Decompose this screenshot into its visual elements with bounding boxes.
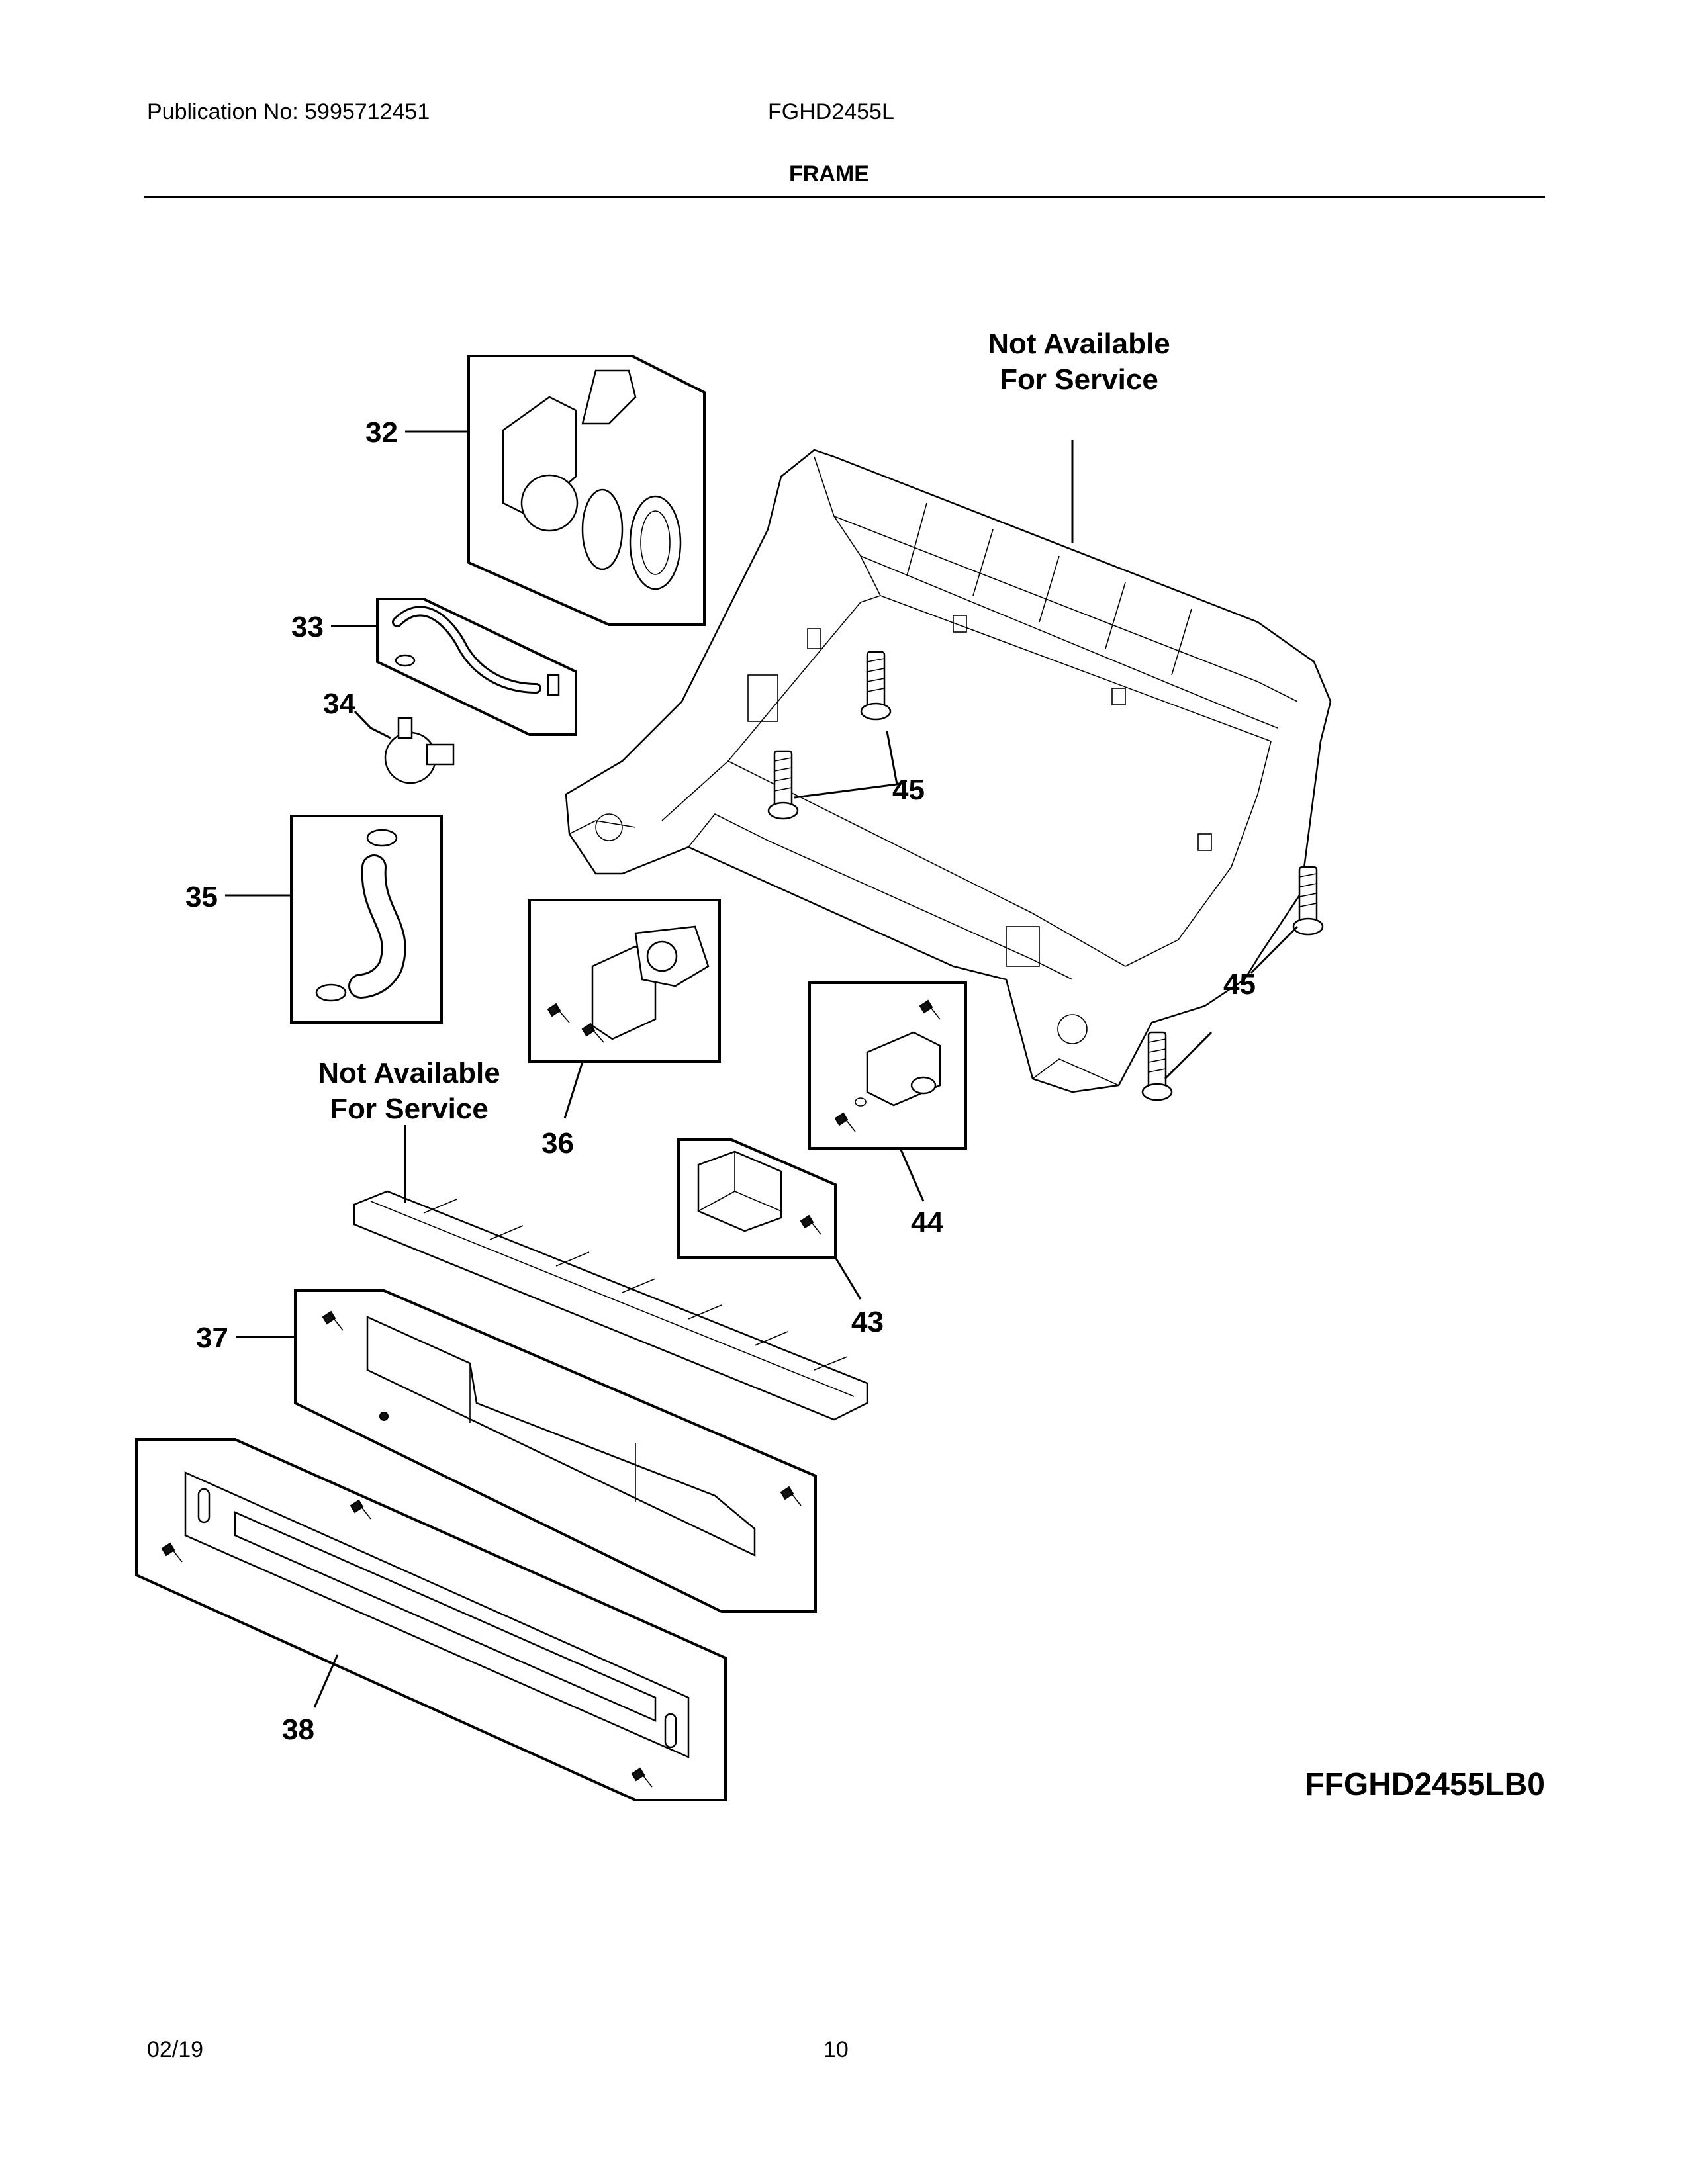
callout-34: 34 [323,688,355,720]
leader-lines [225,430,1299,1708]
section-title: FRAME [789,161,869,187]
callout-37: 37 [196,1322,228,1354]
part-36-box [528,899,721,1063]
not-available-label-left-line1: Not Available [318,1057,500,1089]
part-38-box [135,1438,727,1801]
not-available-label-left-line2: For Service [330,1093,489,1125]
leveling-leg-front-left [767,750,799,820]
callout-35: 35 [185,881,218,913]
header-rule [144,196,1545,198]
callout-45-rear: 45 [892,774,925,806]
callout-36: 36 [541,1127,574,1160]
not-available-label-top-line2: For Service [1000,363,1158,396]
part-37-box [294,1289,817,1613]
part-32-box [467,355,706,626]
part-34-pressure-sensor [384,717,455,784]
callout-38: 38 [282,1713,314,1746]
callout-44: 44 [911,1206,943,1239]
base-frame [565,449,1332,1093]
part-44-box [808,981,967,1150]
part-33-box [376,598,577,736]
filter-bar [353,1190,868,1421]
callout-43: 43 [851,1306,884,1338]
part-43-box [677,1138,837,1259]
leveling-leg-front [1141,1031,1173,1101]
page-number: 10 [823,2037,849,2062]
callout-45-side: 45 [1223,968,1256,1001]
publication-number: Publication No: 5995712451 [147,99,430,124]
footer-date: 02/19 [147,2037,204,2062]
callout-32: 32 [365,416,398,449]
model-number: FGHD2455L [768,99,894,124]
callout-33: 33 [291,611,324,643]
leveling-leg-rear [860,651,892,721]
not-available-label-top-line1: Not Available [988,328,1170,360]
diagram-code: FFGHD2455LB0 [1305,1767,1545,1802]
part-35-box [290,815,443,1024]
leveling-leg-side [1292,866,1324,936]
